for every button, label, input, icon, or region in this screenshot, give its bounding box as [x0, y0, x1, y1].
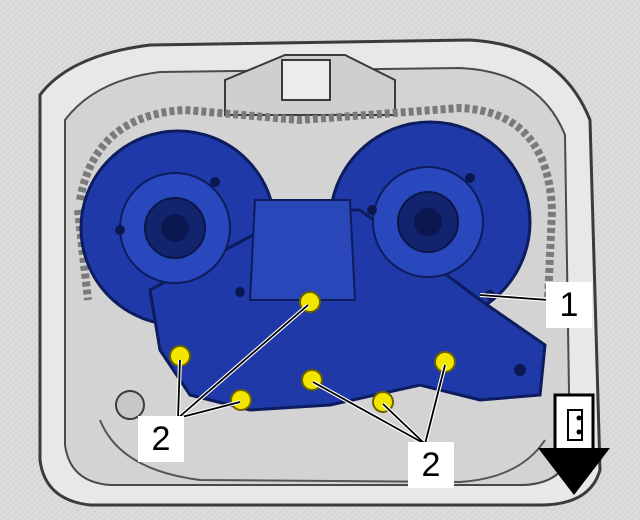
- lower-left-boss: [115, 390, 145, 420]
- lower-casting-line: [99, 419, 546, 484]
- camshaft-adjuster-assembly: [79, 120, 547, 412]
- upper-sensor: [281, 59, 331, 101]
- leader-lines: [177, 294, 549, 445]
- timing-chain: [76, 103, 557, 301]
- down-arrow-engine-front-icon: [538, 393, 610, 495]
- bolt-left-lower: [230, 389, 252, 411]
- callout-1: 1: [546, 282, 592, 328]
- callout-2-right: 2: [408, 442, 454, 488]
- callout-2-left: 2: [138, 416, 184, 462]
- timing-chain-left: [74, 209, 92, 301]
